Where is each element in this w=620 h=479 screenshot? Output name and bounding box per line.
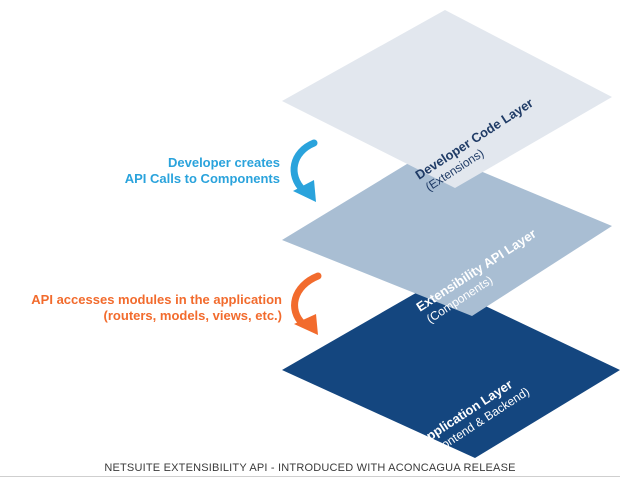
annotation-line: API Calls to Components [124, 171, 280, 186]
api-accesses-annotation: API accesses modules in the application … [2, 292, 282, 324]
developer-code-layer-plane [282, 10, 612, 188]
extensibility-api-layer-plane [282, 150, 612, 316]
annotation-line: Developer creates [167, 155, 280, 170]
application-layer-plane [282, 282, 620, 458]
blue-curved-arrow-icon [290, 139, 318, 202]
annotation-line: API accesses modules in the application [31, 292, 282, 307]
developer-creates-annotation: Developer creates API Calls to Component… [80, 155, 280, 187]
orange-curved-arrow-icon [291, 272, 322, 335]
bottom-divider [0, 476, 620, 477]
caption: NETSUITE EXTENSIBILITY API - INTRODUCED … [104, 462, 516, 474]
annotation-line: (routers, models, views, etc.) [103, 308, 282, 323]
